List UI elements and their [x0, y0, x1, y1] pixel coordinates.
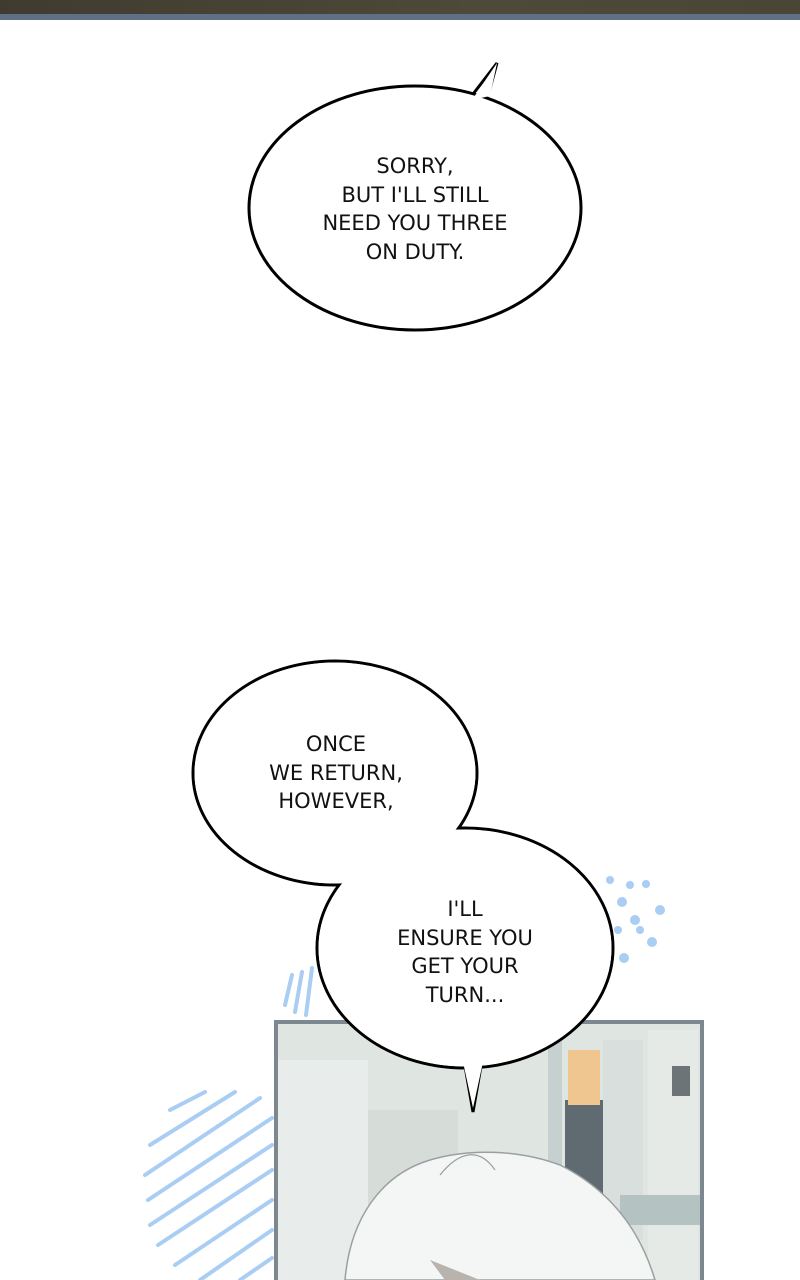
text-line: WE RETURN,: [269, 760, 403, 785]
text-line: NEED YOU THREE: [322, 211, 508, 235]
text-line: ON DUTY.: [365, 239, 465, 264]
decorative-dots: [606, 876, 665, 963]
text-line: I'LL: [447, 897, 483, 921]
text-line: ENSURE YOU: [397, 925, 533, 950]
speech-bubble-1: [247, 62, 583, 332]
text-line: SORRY,: [376, 154, 454, 178]
text-line: GET YOUR: [411, 954, 519, 978]
speech-bubble-2-3: [191, 659, 615, 1113]
text-line: ONCE: [305, 732, 367, 756]
previous-panel-edge: [0, 0, 800, 15]
decorative-stripes: [143, 966, 314, 1280]
panel-scene: [274, 1020, 704, 1280]
text-line: BUT I'LL STILL: [341, 182, 489, 207]
bubble-3-text: I'LL ENSURE YOU GET YOUR TURN...: [315, 895, 615, 1009]
text-line: TURN...: [425, 982, 505, 1007]
panel-border: [0, 14, 800, 20]
bubble-2-text: ONCE WE RETURN, HOWEVER,: [186, 730, 486, 816]
text-line: HOWEVER,: [278, 789, 394, 813]
bubble-1-text: SORRY, BUT I'LL STILL NEED YOU THREE ON …: [265, 152, 565, 266]
